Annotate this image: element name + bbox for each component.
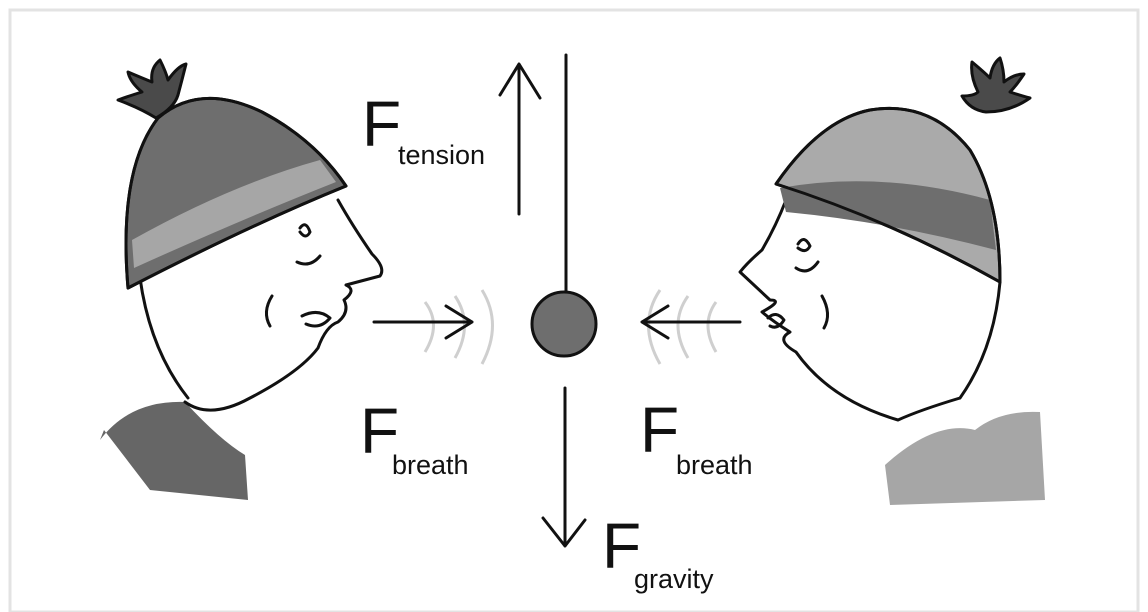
right-person-sweater (885, 412, 1045, 505)
right-person-eye (796, 239, 818, 270)
left-person (100, 60, 382, 500)
left-breath-waves (425, 290, 493, 364)
left-breath-arrow (374, 306, 472, 338)
breath-right-label-symbol: F (640, 394, 679, 466)
left-person-eye (297, 225, 320, 264)
gravity-label: F gravity (602, 510, 714, 594)
breath-right-label-subscript: breath (676, 450, 753, 480)
left-person-sweater (100, 402, 248, 500)
right-person-mouth (768, 314, 784, 327)
right-person (740, 58, 1045, 505)
right-breath-waves (649, 290, 717, 364)
tension-arrow (500, 64, 540, 214)
tension-label-subscript: tension (398, 140, 485, 170)
left-person-mouth (302, 312, 330, 326)
right-person-cheek (822, 296, 828, 328)
right-breath-arrow (642, 306, 740, 338)
breath-left-label: F breath (360, 395, 469, 480)
gravity-arrow (543, 388, 585, 546)
left-person-cheek (266, 296, 272, 326)
gravity-label-subscript: gravity (634, 564, 714, 594)
tension-label-symbol: F (362, 88, 401, 160)
breath-left-label-subscript: breath (392, 450, 469, 480)
pendulum (532, 55, 596, 356)
pendulum-bob (532, 292, 596, 356)
right-person-pompom (962, 58, 1030, 112)
breath-right-label: F breath (640, 394, 753, 480)
tension-label: F tension (362, 88, 485, 170)
